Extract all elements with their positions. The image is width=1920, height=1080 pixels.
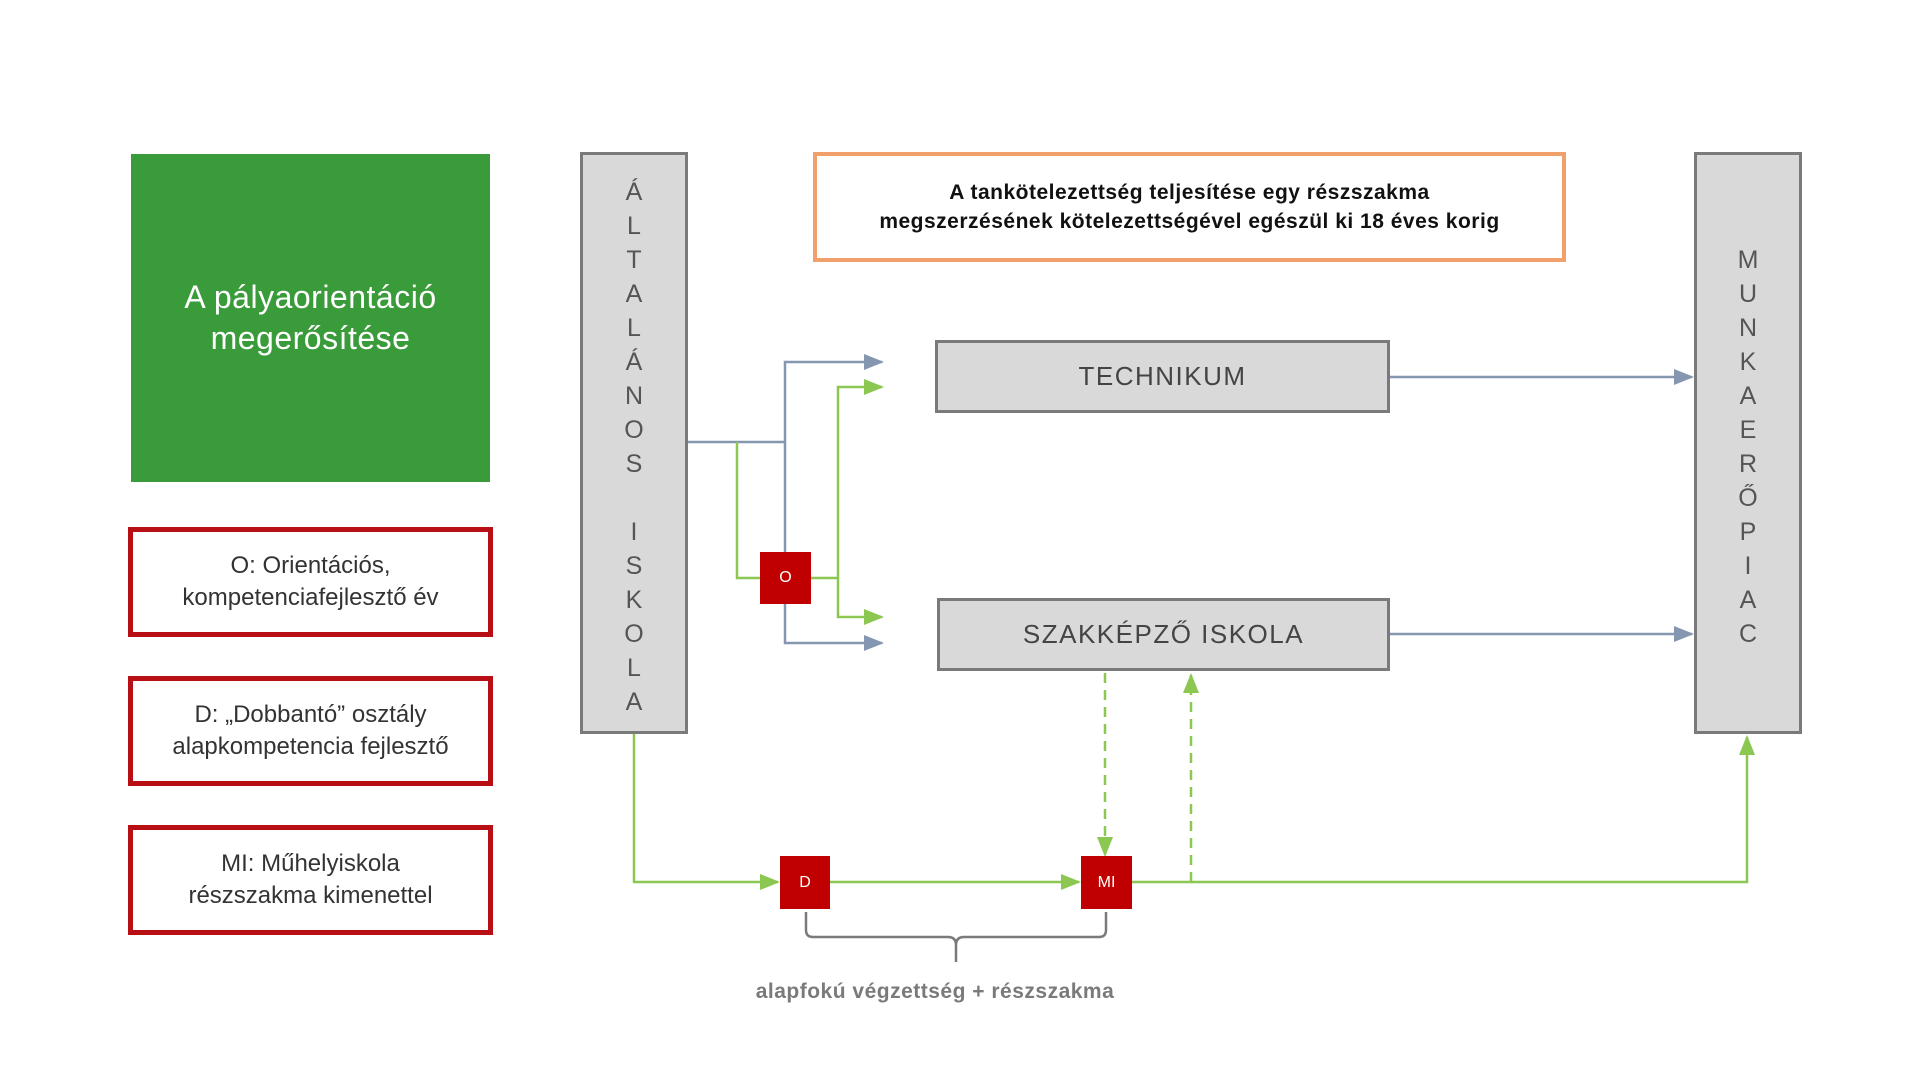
marker-d-label: D [799,873,811,891]
left-bar-letter: L [627,212,641,240]
left-bar-letter: A [625,280,643,308]
right-bar-letter: K [1739,348,1757,376]
legend-o-line-2: kompetenciafejlesztő év [182,584,439,611]
left-bar-letter: Á [625,178,643,206]
left-bar-letter: L [627,314,641,342]
mi-to-munkaeropiac-arrow [1132,735,1755,884]
mandatory-education-note: A tankötelezettség teljesítése egy részs… [813,152,1566,262]
right-bar-letter: Ő [1738,484,1758,512]
left-bar-letter: O [624,620,644,648]
left-bar-letter: K [625,586,643,614]
note-line-2: megszerzésének kötelezettségével egészül… [879,210,1500,233]
right-bar-letter: M [1737,246,1759,274]
left-bar-letter: O [624,416,644,444]
o-to-szakkepzo-arrow [836,578,884,625]
right-bar-letter: P [1739,518,1757,546]
munkaeropiac-bar: M U N K A E R Ő P I A C [1694,152,1802,734]
left-bar-letter: S [625,450,643,478]
right-bar-letter: R [1738,450,1758,478]
marker-mi: MI [1081,856,1132,909]
bracket-label: alapfokú végzettség + részszakma [755,980,1115,1003]
legend-o-line-1: O: Orientációs, [230,552,391,579]
school-to-o-line [735,442,760,580]
title-box: A pályaorientáció megerősítése [131,154,490,482]
legend-mi-line-2: részszakma kimenettel [188,882,433,909]
right-bar-letter: U [1738,280,1758,308]
branch-to-technikum-arrow [783,354,884,442]
branch-to-szakkepzo-arrow [783,442,884,651]
szakkepzo-iskola-label: SZAKKÉPZŐ ISKOLA [1022,619,1305,649]
right-bar-letter: I [1744,552,1752,580]
left-bar-letter: I [630,518,638,546]
school-to-d-arrow [632,734,780,890]
technikum-label: TECHNIKUM [1078,361,1247,391]
technikum-box: TECHNIKUM [935,340,1390,413]
left-bar-letter: T [626,246,642,274]
note-line-1: A tankötelezettség teljesítése egy részs… [949,181,1430,204]
right-bar-letter: C [1738,620,1758,648]
legend-mi-line-1: MI: Műhelyiskola [221,850,400,877]
right-bar-letter: A [1739,586,1757,614]
altalanos-iskola-bar: Á L T A L Á N O S I S K O L A [580,152,688,734]
szakkepzo-iskola-box: SZAKKÉPZŐ ISKOLA [937,598,1390,671]
marker-d: D [780,856,830,909]
marker-mi-label: MI [1097,873,1116,891]
legend-item-o: O: Orientációs, kompetenciafejlesztő év [128,527,493,637]
legend-item-mi: MI: Műhelyiskola részszakma kimenettel [128,825,493,935]
legend-item-d: D: „Dobbantó” osztály alapkompetencia fe… [128,676,493,786]
curly-bracket [804,912,1108,962]
left-bar-letter: S [625,552,643,580]
legend-d-line-1: D: „Dobbantó” osztály [194,701,427,728]
legend-d-line-2: alapkompetencia fejlesztő [172,733,449,760]
left-bar-letter: L [627,654,641,682]
title-line-2: megerősítése [210,320,411,356]
left-bar-letter: A [625,688,643,716]
right-bar-letter: N [1738,314,1758,342]
title-line-1: A pályaorientáció [184,279,437,315]
left-bar-letter: N [624,382,644,410]
right-bar-letter: E [1739,416,1757,444]
left-bar-letter: Á [625,348,643,376]
marker-o: O [760,552,811,604]
o-to-technikum-arrow [836,379,884,578]
right-bar-letter: A [1739,382,1757,410]
marker-o-label: O [779,569,792,586]
